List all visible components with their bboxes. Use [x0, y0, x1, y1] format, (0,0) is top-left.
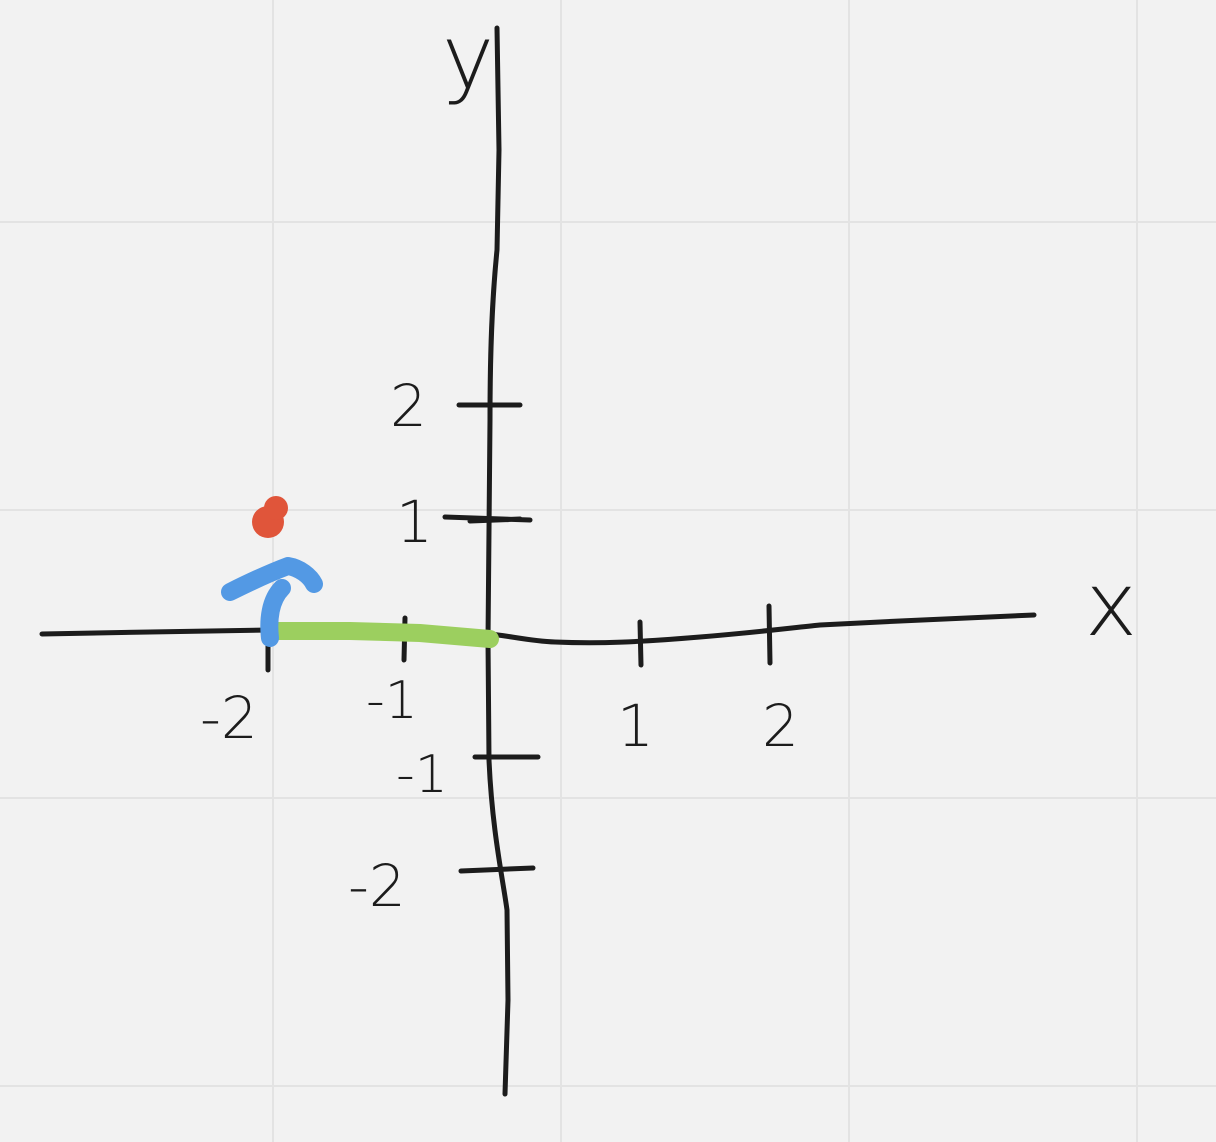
y-axis-label: y	[442, 6, 494, 109]
blue-arrow	[221, 557, 323, 647]
green-segment	[263, 622, 499, 648]
x-tick-label-2: 2	[762, 692, 799, 760]
x-tick-label-minus-1: -1	[366, 671, 418, 731]
y-tick-label-minus-2: -2	[348, 852, 406, 920]
y-tick-label-1: 1	[396, 488, 433, 556]
y-tick-1	[442, 514, 533, 524]
x-tick-2	[766, 603, 773, 666]
x-tick-label-minus-2: -2	[200, 684, 258, 752]
y-axis-line	[485, 25, 511, 1097]
x-axis-line	[39, 612, 1037, 646]
y-tick-label-2: 2	[390, 372, 427, 440]
x-axis-label: x	[1085, 553, 1137, 656]
y-tick-minus-2	[458, 865, 536, 874]
x-tick-label-1: 1	[617, 692, 654, 760]
y-tick-marks	[442, 402, 541, 874]
y-tick-label-minus-1: -1	[396, 745, 448, 805]
red-dot	[252, 496, 288, 538]
x-tick-1	[637, 619, 644, 668]
